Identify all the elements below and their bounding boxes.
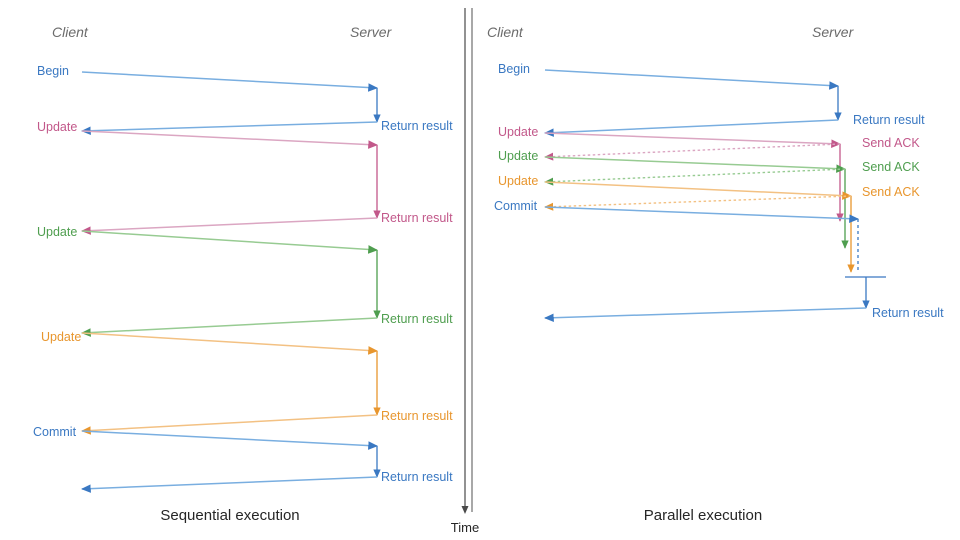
message-arrow-response xyxy=(81,476,378,493)
message-label-update: Update xyxy=(37,120,77,134)
message-arrow-request xyxy=(544,181,852,200)
message-label-update: Update xyxy=(41,330,81,344)
lane-header-client-parallel: Client xyxy=(487,24,524,40)
time-axis-label: Time xyxy=(451,520,479,535)
message-label-send-ack: Send ACK xyxy=(862,160,920,174)
message-arrow-request xyxy=(544,132,841,148)
message-arrow-request xyxy=(81,332,378,355)
panel-caption-sequential: Sequential execution xyxy=(160,507,299,524)
message-label-return-result: Return result xyxy=(381,312,453,326)
message-label-send-ack: Send ACK xyxy=(862,136,920,150)
message-arrow-request xyxy=(81,71,378,92)
message-arrow-request xyxy=(81,430,378,450)
message-arrow-request xyxy=(81,130,378,149)
message-label-update: Update xyxy=(498,125,538,139)
message-label-update: Update xyxy=(498,149,538,163)
message-label-commit: Commit xyxy=(33,425,77,439)
lane-header-client-sequential: Client xyxy=(52,24,89,40)
message-arrow-request xyxy=(81,230,378,254)
message-arrow-ack xyxy=(544,168,846,186)
message-label-begin: Begin xyxy=(37,64,69,78)
message-label-return-result: Return result xyxy=(853,113,925,127)
message-arrow-request xyxy=(544,69,839,90)
lane-header-server-sequential: Server xyxy=(350,24,393,40)
message-label-return-result: Return result xyxy=(381,409,453,423)
message-label-return-result: Return result xyxy=(381,211,453,225)
message-label-update: Update xyxy=(37,225,77,239)
message-label-update: Update xyxy=(498,174,538,188)
message-arrow-request xyxy=(544,156,846,173)
message-label-commit: Commit xyxy=(494,199,538,213)
message-arrow-response xyxy=(544,307,867,323)
message-label-return-result: Return result xyxy=(872,306,944,320)
message-label-begin: Begin xyxy=(498,62,530,76)
message-arrow-ack xyxy=(544,195,852,211)
message-arrow-ack xyxy=(544,143,841,161)
message-arrow-response xyxy=(81,414,378,435)
message-arrow-response xyxy=(81,121,378,136)
message-arrow-response xyxy=(81,317,378,337)
diagram-graphics xyxy=(81,8,886,514)
panel-caption-parallel: Parallel execution xyxy=(644,507,762,524)
time-axis-arrowhead xyxy=(461,506,469,514)
message-arrow-request xyxy=(544,206,859,223)
message-label-return-result: Return result xyxy=(381,470,453,484)
message-label-send-ack: Send ACK xyxy=(862,185,920,199)
message-arrow-response xyxy=(544,119,839,137)
message-label-return-result: Return result xyxy=(381,119,453,133)
message-arrow-response xyxy=(81,217,378,235)
lane-header-server-parallel: Server xyxy=(812,24,855,40)
